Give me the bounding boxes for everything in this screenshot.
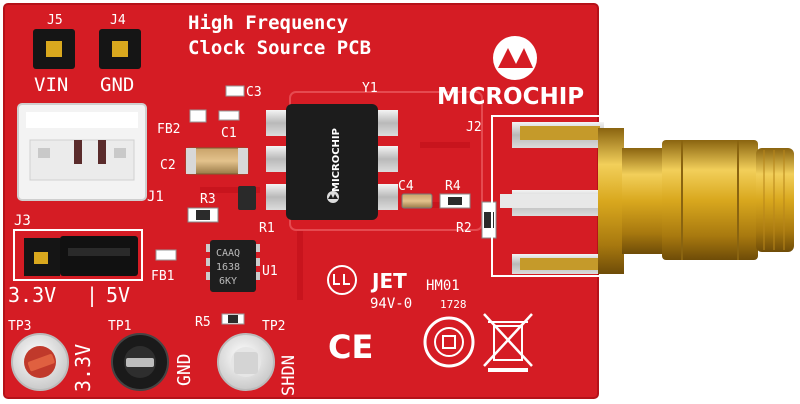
u1-marking-line3: 6KY — [219, 276, 237, 287]
jumper-label-3v3: 3.3V — [8, 283, 56, 307]
board-title-line1: High Frequency — [188, 12, 348, 34]
connector-j1[interactable] — [17, 103, 147, 201]
mark-date-code: 1728 — [440, 298, 467, 311]
recycle-mark-icon — [423, 316, 475, 368]
label-tp3: TP3 — [8, 319, 31, 334]
u1-marking-line2: 1638 — [216, 262, 240, 273]
test-point-tp1[interactable] — [111, 333, 169, 391]
jumper-j3[interactable] — [13, 229, 143, 281]
ferrite-fb2 — [189, 109, 207, 123]
label-fb2: FB2 — [157, 122, 180, 137]
label-c4: C4 — [398, 179, 414, 194]
label-y1: Y1 — [362, 81, 378, 96]
jumper-label-5v: 5V — [106, 283, 130, 307]
test-point-tp3[interactable] — [11, 333, 69, 391]
label-tp1: TP1 — [108, 319, 131, 334]
label-u1: U1 — [262, 264, 278, 279]
microchip-logo-icon — [493, 36, 537, 80]
label-r1: R1 — [259, 221, 275, 236]
weee-bin-icon — [483, 313, 533, 372]
label-tp2: TP2 — [262, 319, 285, 334]
tp2-label-shdn: SHDN — [279, 355, 299, 396]
sma-connector-j2[interactable] — [491, 115, 794, 277]
ferrite-fb1 — [155, 249, 177, 261]
label-r3: R3 — [200, 192, 216, 207]
header-pin-j5[interactable] — [33, 29, 75, 69]
tp3-label-3v3: 3.3V — [71, 344, 95, 392]
ic-u1: CAAQ 1638 6KY — [206, 240, 260, 292]
u1-marking-line1: CAAQ — [216, 248, 240, 259]
label-r5: R5 — [195, 315, 211, 330]
ce-mark-icon: CE — [328, 328, 373, 366]
label-fb1: FB1 — [151, 269, 174, 284]
label-j5: J5 — [47, 13, 63, 28]
label-r2: R2 — [456, 221, 472, 236]
label-j4: J4 — [110, 13, 126, 28]
jumper-label-sep: | — [86, 283, 98, 307]
mark-jet: JET — [370, 269, 407, 293]
capacitor-c4 — [401, 193, 433, 209]
resistor-r1 — [238, 186, 256, 210]
label-j1: J1 — [147, 189, 164, 205]
ul-mark-icon — [327, 265, 357, 295]
microchip-logo: MICROCHIP — [437, 36, 584, 110]
label-c3: C3 — [246, 85, 262, 100]
microchip-logo-text: MICROCHIP — [437, 84, 584, 110]
label-vin: VIN — [34, 74, 68, 96]
label-j2: J2 — [466, 120, 482, 135]
tp1-label-gnd: GND — [174, 353, 195, 386]
test-point-tp2[interactable] — [217, 333, 275, 391]
chip-brand-text: MICROCHIP — [331, 128, 342, 192]
mark-94v0: 94V-0 — [370, 296, 412, 312]
label-c1: C1 — [221, 126, 237, 141]
label-r4: R4 — [445, 179, 461, 194]
capacitor-c1 — [218, 110, 240, 121]
oscillator-y1: MICROCHIP — [266, 104, 398, 220]
capacitor-c3 — [225, 85, 245, 97]
label-c2: C2 — [160, 158, 176, 173]
board-title-line2: Clock Source PCB — [188, 37, 371, 59]
chip-logo-icon — [327, 191, 339, 203]
header-pin-j4[interactable] — [99, 29, 141, 69]
label-j3: J3 — [14, 213, 31, 229]
mark-hm01: HM01 — [426, 278, 460, 294]
label-gnd-header: GND — [100, 74, 134, 96]
